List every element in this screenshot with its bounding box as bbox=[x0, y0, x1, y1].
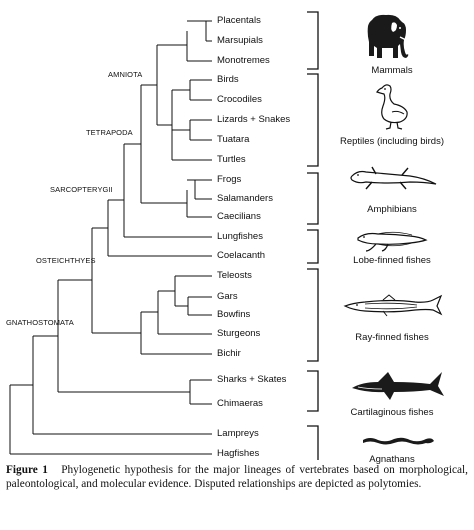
bracket-lobe-finned bbox=[307, 229, 319, 264]
taxon-bowfins: Bowfins bbox=[217, 309, 251, 320]
taxon-gars: Gars bbox=[217, 291, 238, 302]
group-label-lobe-finned: Lobe-finned fishes bbox=[353, 255, 431, 266]
clade-osteichthyes: OSTEICHTHYES bbox=[36, 256, 96, 265]
figure-caption: Figure 1 Phylogenetic hypothesis for the… bbox=[6, 463, 468, 491]
taxon-bichir: Bichir bbox=[217, 348, 241, 359]
taxon-crocodiles: Crocodiles bbox=[217, 94, 262, 105]
taxon-sturgeons: Sturgeons bbox=[217, 328, 261, 339]
bracket-reptiles bbox=[307, 73, 319, 167]
clade-amniota: AMNIOTA bbox=[108, 70, 143, 79]
sturgeon-icon bbox=[343, 294, 443, 317]
clade-tetrapoda: TETRAPODA bbox=[86, 128, 133, 137]
taxon-caecilians: Caecilians bbox=[217, 211, 261, 222]
bracket-ray-finned bbox=[307, 268, 319, 362]
group-label-reptiles: Reptiles (including birds) bbox=[339, 136, 445, 147]
taxon-lizards-snakes: Lizards + Snakes bbox=[217, 114, 291, 125]
phylogenetic-tree bbox=[9, 11, 319, 460]
bracket-amphibians bbox=[307, 172, 319, 225]
taxon-salamanders: Salamanders bbox=[217, 193, 273, 204]
clade-gnathostomata: GNATHOSTOMATA bbox=[6, 318, 74, 327]
taxon-coelacanth: Coelacanth bbox=[217, 250, 266, 261]
taxon-frogs: Frogs bbox=[217, 174, 242, 185]
taxon-marsupials: Marsupials bbox=[217, 35, 263, 46]
figure-label: Figure 1 bbox=[6, 464, 48, 476]
taxon-chimaeras: Chimaeras bbox=[217, 398, 263, 409]
taxon-monotremes: Monotremes bbox=[217, 55, 270, 66]
bracket-agnathans bbox=[307, 425, 319, 460]
group-label-ray-finned: Ray-finned fishes bbox=[355, 332, 429, 343]
elephant-icon bbox=[367, 14, 409, 58]
taxon-teleosts: Teleosts bbox=[217, 270, 252, 281]
taxon-sharks-skates: Sharks + Skates bbox=[217, 374, 287, 385]
lungfish-icon bbox=[357, 231, 428, 252]
shark-icon bbox=[352, 372, 444, 400]
salamander-icon bbox=[350, 166, 437, 190]
taxon-tuatara: Tuatara bbox=[217, 134, 250, 145]
taxon-hagfishes: Hagfishes bbox=[217, 448, 260, 459]
clade-sarcopterygii: SARCOPTERYGII bbox=[50, 185, 113, 194]
lamprey-icon bbox=[363, 437, 434, 445]
taxon-placentals: Placentals bbox=[217, 15, 261, 26]
taxon-lungfishes: Lungfishes bbox=[217, 231, 263, 242]
taxon-birds: Birds bbox=[217, 74, 239, 85]
figure-caption-text: Phylogenetic hypothesis for the major li… bbox=[6, 464, 468, 491]
group-label-mammals: Mammals bbox=[371, 65, 413, 76]
taxon-lampreys: Lampreys bbox=[217, 428, 259, 439]
bracket-cartilaginous bbox=[307, 370, 319, 412]
bracket-mammals bbox=[307, 11, 319, 70]
group-label-cartilaginous: Cartilaginous fishes bbox=[350, 407, 434, 418]
taxon-turtles: Turtles bbox=[217, 154, 246, 165]
group-label-agnathans: Agnathans bbox=[369, 454, 415, 465]
duck-icon bbox=[376, 84, 408, 130]
group-label-amphibians: Amphibians bbox=[367, 204, 417, 215]
